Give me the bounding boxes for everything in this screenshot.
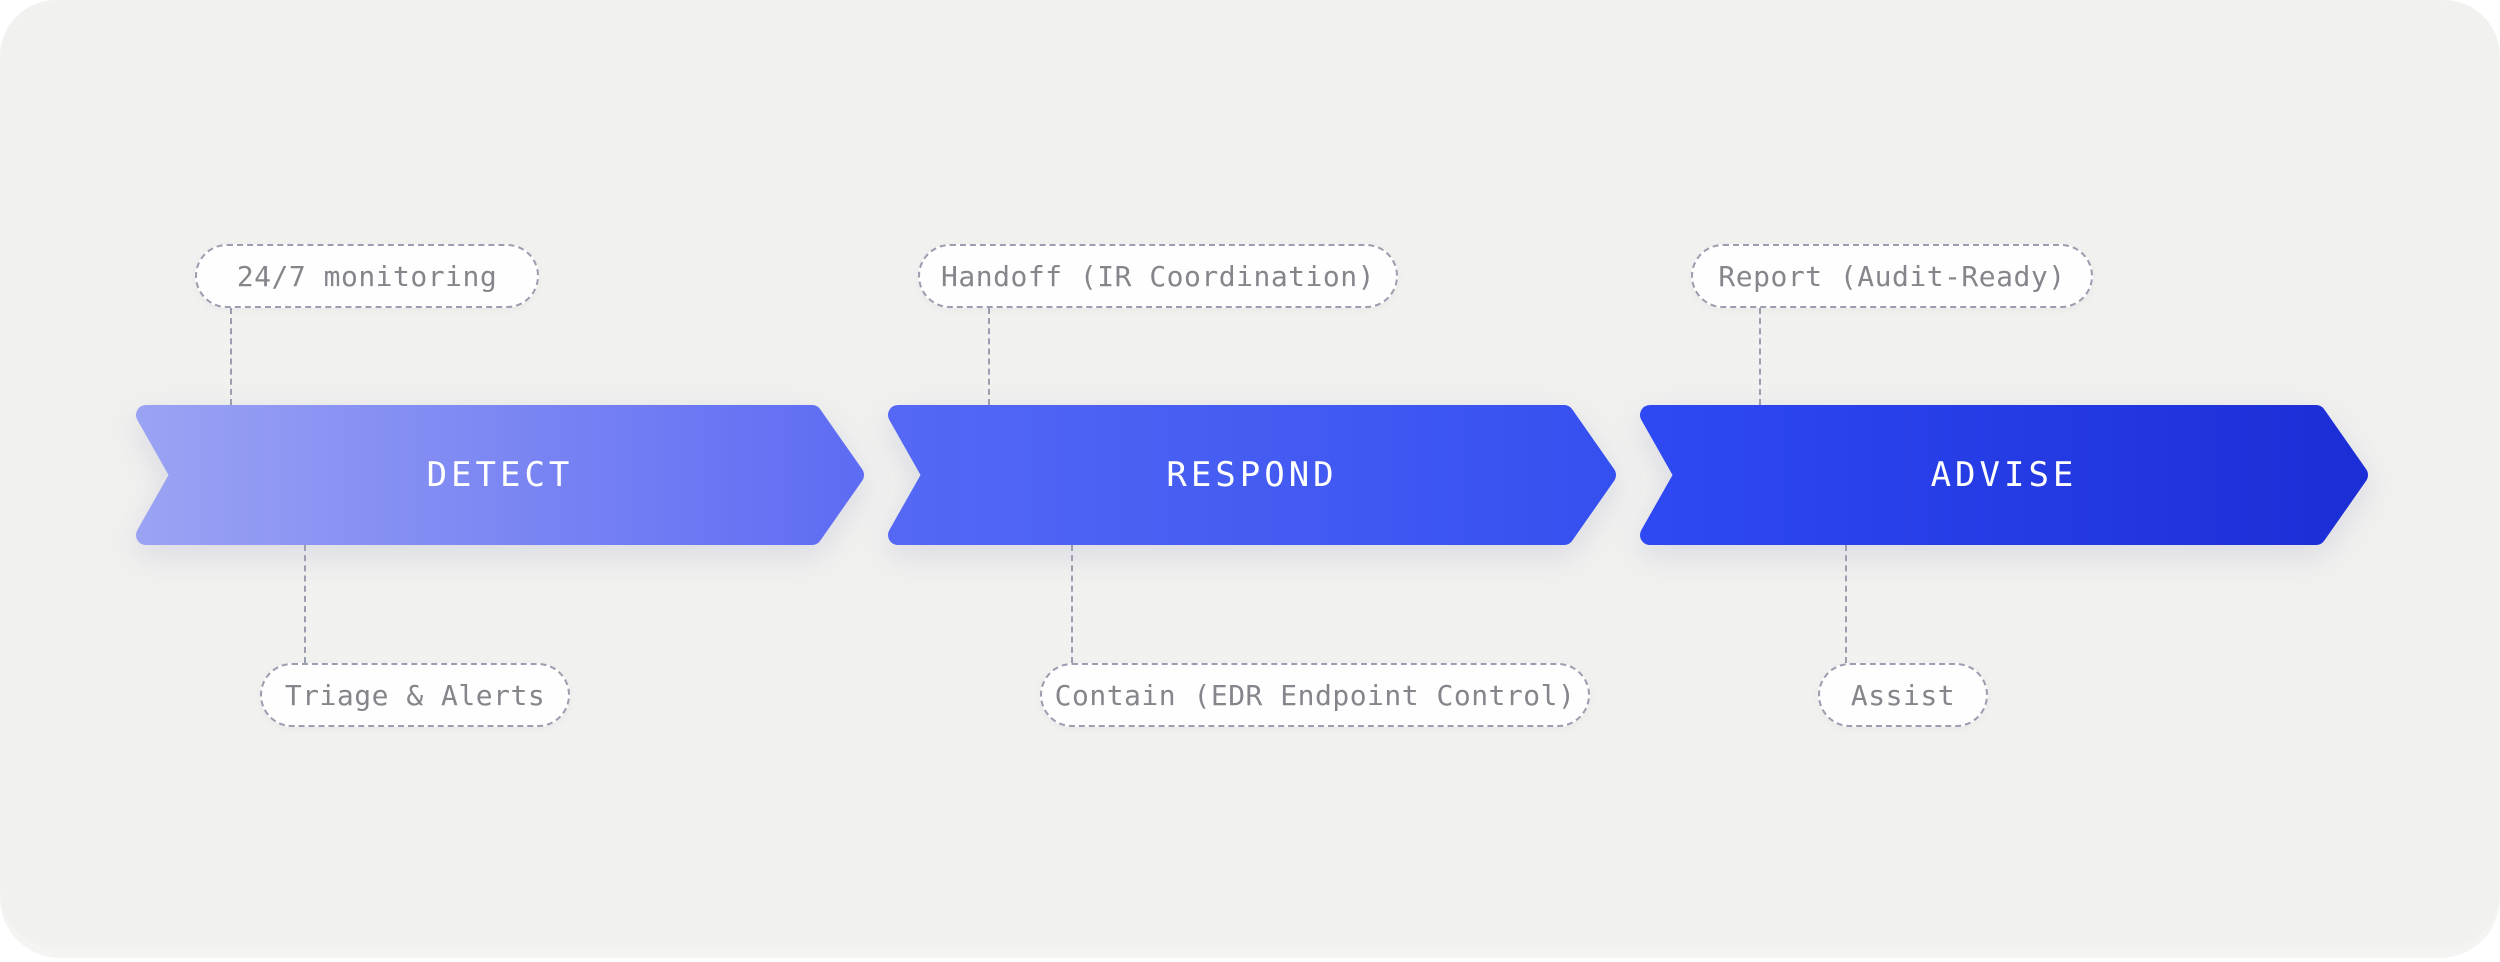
respond-stage-title: RESPOND [1166, 455, 1338, 495]
respond-bottom-connector-line [1071, 545, 1073, 663]
advise-bottom-callout-pill: Assist [1818, 663, 1988, 727]
advise-top-connector-line [1759, 308, 1761, 405]
detect-top-callout-label: 24/7 monitoring [236, 259, 498, 293]
detect-bottom-connector-line [304, 545, 306, 663]
detect-chevron-shape [136, 405, 864, 545]
respond-top-connector-line [988, 308, 990, 405]
advise-stage-title: ADVISE [1930, 455, 2078, 495]
respond-chevron-shape [888, 405, 1616, 545]
advise-top-callout-pill: Report (Audit-Ready) [1691, 244, 2093, 308]
advise-chevron-shape [1640, 405, 2368, 545]
respond-top-callout-label: Handoff (IR Coordination) [941, 259, 1375, 293]
advise-bottom-connector-line [1845, 545, 1847, 663]
detect-stage-title: DETECT [426, 455, 574, 495]
advise-arrow-banner [1640, 405, 2368, 545]
advise-bottom-callout-label: Assist [1850, 678, 1956, 712]
respond-bottom-callout-label: Contain (EDR Endpoint Control) [1054, 678, 1576, 712]
detect-bottom-callout-label: Triage & Alerts [284, 678, 546, 712]
detect-bottom-callout-pill: Triage & Alerts [260, 663, 570, 727]
advise-top-callout-label: Report (Audit-Ready) [1718, 259, 2066, 293]
respond-bottom-callout-pill: Contain (EDR Endpoint Control) [1040, 663, 1590, 727]
detect-arrow-banner [136, 405, 864, 545]
detect-top-callout-pill: 24/7 monitoring [195, 244, 539, 308]
detect-top-connector-line [230, 308, 232, 405]
respond-top-callout-pill: Handoff (IR Coordination) [918, 244, 1398, 308]
respond-arrow-banner [888, 405, 1616, 545]
